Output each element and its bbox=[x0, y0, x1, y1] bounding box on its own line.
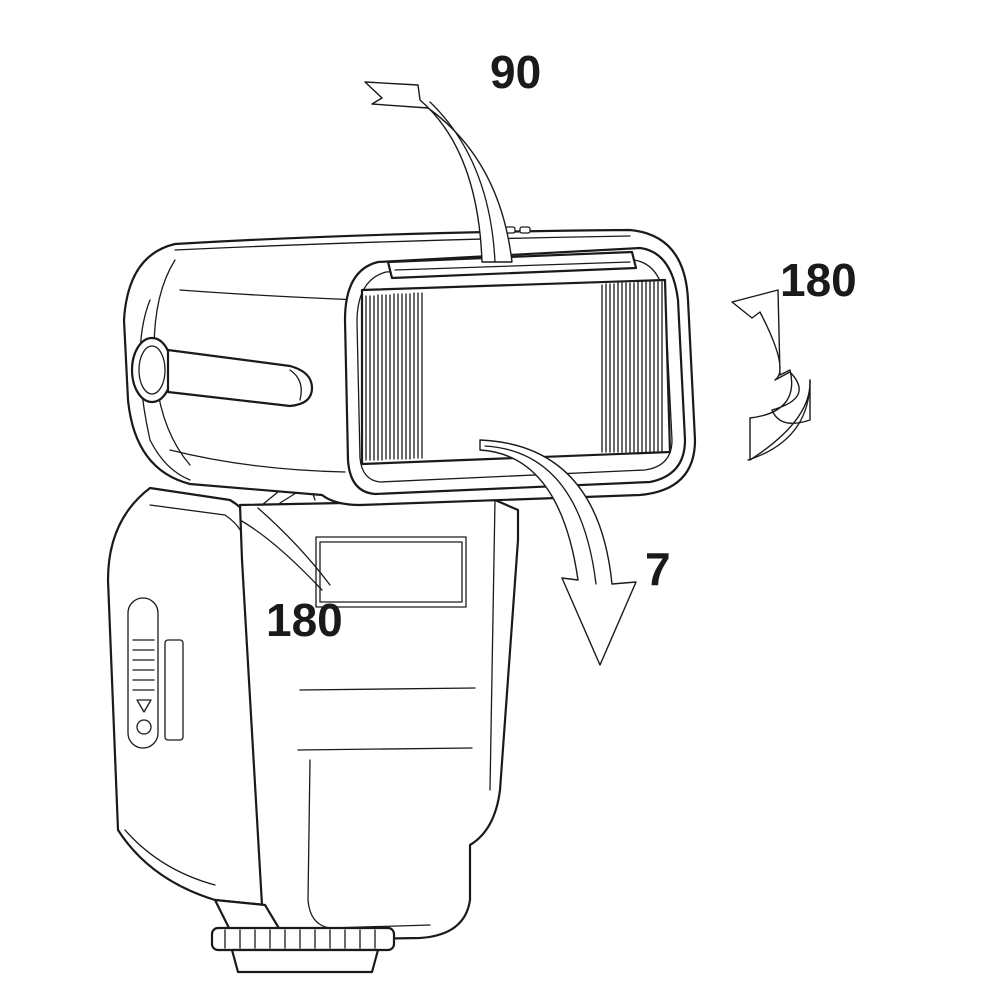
sensor-window bbox=[315, 536, 467, 608]
fresnel-lens bbox=[360, 278, 672, 466]
label-tilt-down: 7 bbox=[645, 543, 671, 595]
flash-body bbox=[106, 469, 520, 942]
ring-teeth bbox=[224, 929, 376, 949]
tilt-up-arrow bbox=[364, 81, 513, 263]
rotate-left-arrow bbox=[239, 507, 331, 591]
flash-head bbox=[122, 226, 697, 507]
head-handle bbox=[166, 348, 314, 408]
pivot-knob bbox=[130, 336, 174, 404]
label-rotate-left: 180 bbox=[266, 594, 343, 646]
label-rotate-right: 180 bbox=[780, 254, 857, 306]
label-tilt-up: 90 bbox=[490, 46, 541, 98]
latch-grip bbox=[132, 639, 155, 691]
tilt-down-arrow bbox=[479, 439, 637, 666]
bounce-card-slot bbox=[386, 250, 638, 280]
lens-ribs-left bbox=[365, 292, 419, 461]
locking-ring bbox=[210, 926, 396, 952]
shoe-foot bbox=[230, 948, 380, 974]
rotate-right-arrow bbox=[731, 289, 811, 461]
battery-latch bbox=[127, 597, 159, 749]
lens-ribs-right bbox=[605, 281, 663, 453]
hot-shoe bbox=[210, 898, 396, 974]
